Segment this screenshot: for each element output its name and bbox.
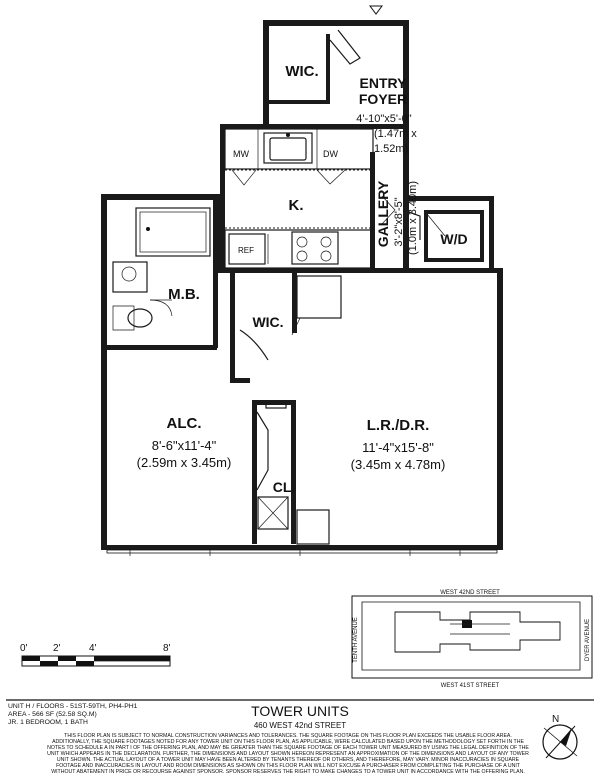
scale-bar	[21, 655, 171, 667]
disclaimer-line: NOTES TO SCHEDULE A IN PART I OF THE OFF…	[47, 745, 529, 751]
entry-foyer-metric-2: 1.52m)	[374, 143, 408, 155]
footer-title: TOWER UNITS	[251, 703, 349, 719]
disclaimer-line: WITHOUT ABATEMENT IN PRICE OR RECOURSE A…	[51, 769, 525, 775]
keyplan-south-street: WEST 41ST STREET	[441, 683, 500, 689]
exterior-walls	[101, 20, 503, 554]
keyplan-north-street: WEST 42ND STREET	[440, 590, 500, 596]
area-line: AREA - 566 SF (52.58 SQ.M)	[8, 711, 97, 718]
wic-middle-label: WIC.	[252, 314, 283, 330]
disclaimer-line: ADDITIONALLY, THE SQUARE FOOTAGES NOTED …	[52, 739, 524, 745]
scale-label-2: 2'	[53, 643, 61, 654]
wic-top-label: WIC.	[285, 63, 318, 80]
living-dining-metric: (3.45m x 4.78m)	[351, 457, 446, 472]
entry-foyer-label-2: FOYER	[359, 91, 407, 107]
disclaimer-line: THIS FLOOR PLAN IS SUBJECT TO NORMAL CON…	[64, 733, 512, 739]
compass-north-letter: N	[552, 714, 559, 725]
kitchen-upper-counter	[224, 128, 374, 186]
ref-label: REF	[238, 246, 254, 255]
disclaimer-line: UNIT SHOWN. THE ACTUAL LAYOUT OF A TOWER…	[57, 757, 520, 763]
master-bath-label: M.B.	[168, 286, 200, 303]
alcove-dim: 8'-6"x11'-4"	[152, 438, 217, 453]
window-mullions	[129, 546, 461, 556]
gallery-metric: (1.0m x 3.40m)	[407, 181, 419, 255]
alcove-label: ALC.	[167, 415, 202, 432]
scale-label-4: 4'	[89, 643, 97, 654]
unit-line: UNIT H / FLOORS - 51ST-59TH, PH4-PH1	[8, 703, 138, 710]
gallery-dim: 3'-2"x8'-5"	[393, 197, 405, 246]
entry-foyer-dim: 4'-10"x5'-0"	[356, 113, 412, 125]
wd-label: W/D	[440, 231, 467, 247]
keyplan-east-avenue: DYER AVENUE	[585, 619, 591, 661]
disclaimer-line: UNIT WHICH APPEARS IN THE DECLARATION. F…	[47, 751, 529, 757]
scale-label-8: 8'	[163, 643, 171, 654]
alcove-metric: (2.59m x 3.45m)	[137, 455, 232, 470]
living-dining-label: L.R./D.R.	[367, 417, 430, 434]
entry-foyer-metric-1: (1.47m x	[374, 128, 417, 140]
entry-foyer-label-1: ENTRY	[360, 75, 408, 91]
kitchen-label: K.	[289, 197, 304, 214]
closet-label: CL.	[273, 479, 296, 495]
kitchen-lower-counter	[224, 227, 374, 269]
compass-icon	[542, 724, 578, 760]
type-line: JR. 1 BEDROOM, 1 BATH	[8, 719, 88, 726]
living-dining-dim: 11'-4"x15'-8"	[362, 440, 434, 455]
keyplan-west-avenue: TENTH AVENUE	[353, 617, 359, 663]
entry-arrow-icon	[369, 5, 383, 15]
disclaimer-block: THIS FLOOR PLAN IS SUBJECT TO NORMAL CON…	[47, 733, 529, 775]
dw-label: DW	[323, 149, 338, 159]
disclaimer-line: FOOTAGE AND INACCURACIES IN LAYOUT AND R…	[56, 763, 521, 769]
interior-walls	[107, 29, 484, 544]
bathroom-fixtures	[112, 207, 211, 331]
footer-address: 460 WEST 42nd STREET	[254, 721, 346, 730]
mw-label: MW	[233, 149, 249, 159]
key-plan	[351, 595, 593, 679]
gallery-label: GALLERY	[375, 180, 391, 247]
scale-label-0: 0'	[20, 643, 28, 654]
